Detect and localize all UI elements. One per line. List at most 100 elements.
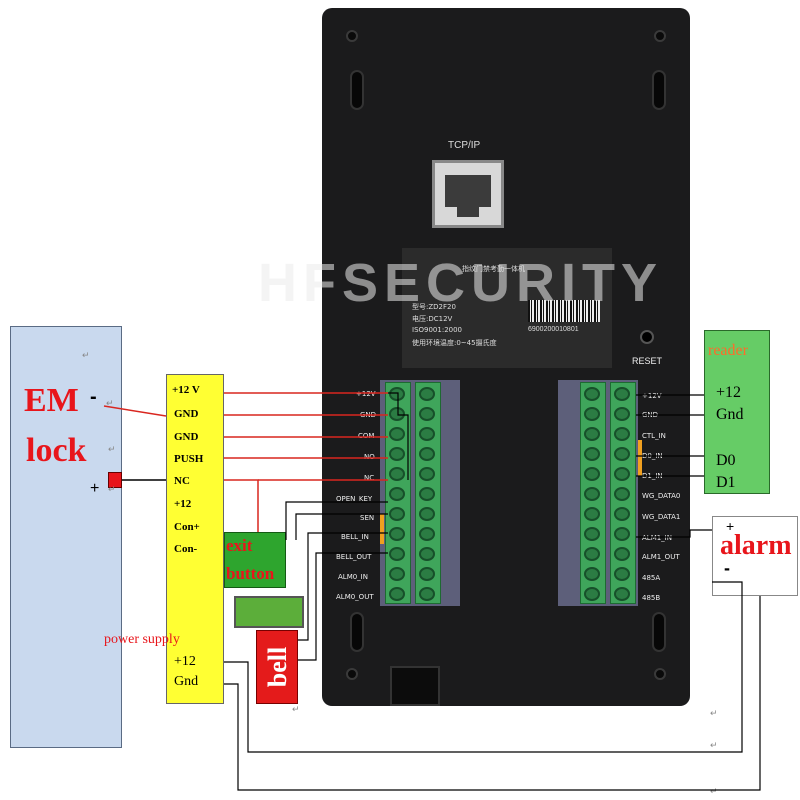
screw-icon [654,30,666,42]
pin-label-right: 485B [642,594,661,602]
terminal-screw [389,527,405,541]
power-label: +12 V [172,384,200,396]
screw-icon [346,30,358,42]
mount-slot [652,70,666,110]
wire-alarm [636,529,712,538]
sticker-line: 电压:DC12V [412,315,453,323]
pin-label-left: BELL_OUT [336,553,372,561]
terminal-screw [584,547,600,561]
reader-title: reader [708,342,748,359]
pin-label-right: WG_DATA0 [642,492,681,500]
reset-button-icon [640,330,654,344]
terminal-screw [419,387,435,401]
power-supply-plus: +12 [174,654,196,669]
pin-label-left: +12V [356,390,376,398]
terminal-screw [614,567,630,581]
paragraph-mark-icon: ↵ [292,704,300,714]
terminal-screw [584,447,600,461]
terminal-screw [614,447,630,461]
pin-label-left: BELL_IN [341,533,369,541]
terminal-screw [584,427,600,441]
power-label: GND [174,408,199,420]
pin-label-right: +12V [642,392,662,400]
terminal-screw [419,407,435,421]
wire-jumper [388,392,409,480]
paragraph-mark-icon: ↵ [108,444,116,454]
exit-button-plate [234,596,304,628]
wire-open-key [285,501,388,540]
terminal-screw [584,527,600,541]
em-lock-title: EM [24,382,79,419]
terminal-screw [584,467,600,481]
terminal-screw [584,507,600,521]
terminal-block-left-a [385,382,411,604]
paragraph-mark-icon: ↵ [710,740,718,750]
em-lock-plus: + [90,480,100,497]
em-lock-title-2: lock [26,432,87,469]
wire-bell-in [298,532,388,641]
watermark: HFSECURITY [258,253,664,313]
terminal-screw [389,407,405,421]
wire-em-minus [103,405,167,417]
sticker-line: 使用环境温度:0~45摄氏度 [412,339,497,347]
terminal-screw [389,567,405,581]
terminal-screw [389,547,405,561]
rj45-port-icon [432,160,504,228]
terminal-screw [614,507,630,521]
em-lock-minus: - [90,386,97,408]
terminal-block-right-a [580,382,606,604]
power-label: GND [174,431,199,443]
terminal-screw [584,587,600,601]
reader-label: Gnd [716,406,744,423]
screw-icon [346,668,358,680]
terminal-screw [584,567,600,581]
mount-slot [652,612,666,652]
screw-icon [654,668,666,680]
paragraph-mark-icon: ↵ [82,350,90,360]
terminal-screw [389,467,405,481]
tcp-ip-label: TCP/IP [448,140,481,151]
terminal-screw [614,407,630,421]
terminal-screw [389,447,405,461]
terminal-screw [614,387,630,401]
mount-slot [350,612,364,652]
sticker-line: 指纹门禁考勤一体机 [462,265,525,273]
alarm-box [712,516,798,596]
terminal-screw [584,487,600,501]
terminal-screw [389,427,405,441]
pin-label-right: WG_DATA1 [642,513,681,521]
power-label: +12 [174,498,192,510]
terminal-screw [389,487,405,501]
exit-button-label-2: button [226,564,275,583]
reader-label: +12 [716,384,742,401]
terminal-screw [419,527,435,541]
reader-label: D1 [716,474,736,491]
sticker-line: ISO9001:2000 [412,326,463,334]
cable-cutout [390,666,440,706]
terminal-screw [419,467,435,481]
em-lock-terminal [108,472,122,488]
alarm-minus: - [724,558,730,578]
power-label: Con+ [174,521,200,533]
pin-label-left: NC [364,474,375,482]
pin-label-left: COM [358,432,375,440]
terminal-screw [389,387,405,401]
terminal-screw [614,527,630,541]
wire-nc-exit [224,479,259,532]
alarm-label: alarm [720,530,792,561]
terminal-screw [614,587,630,601]
terminal-block-right-b [610,382,636,604]
paragraph-mark-icon: ↵ [710,708,718,718]
pin-label-right: 485A [642,574,661,582]
reset-label: RESET [632,356,663,366]
pin-label-left: ALM0_IN [338,573,368,581]
alarm-plus: + [726,518,735,534]
terminal-screw [419,567,435,581]
power-label: Con- [174,543,198,555]
terminal-screw [584,407,600,421]
terminal-screw [614,487,630,501]
terminal-screw [614,427,630,441]
power-supply-label: power supply [104,632,180,647]
exit-button-label: exit [226,536,253,555]
